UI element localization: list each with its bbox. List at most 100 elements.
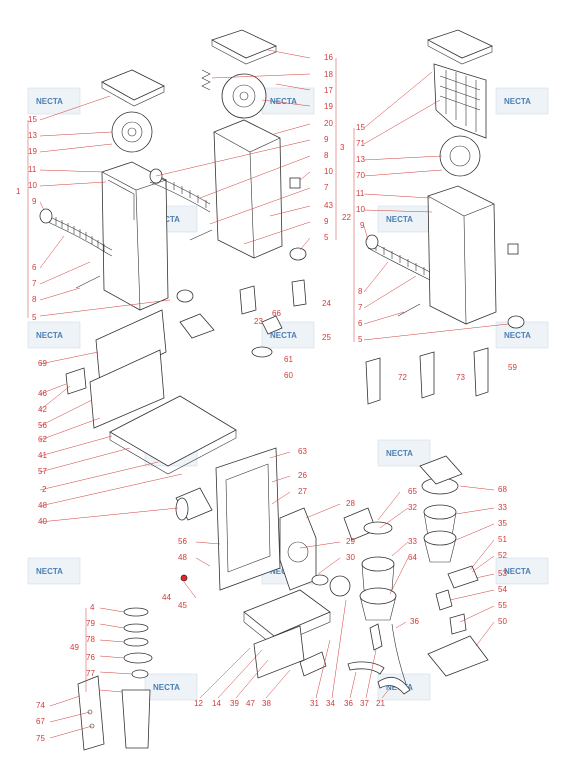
mixing-bowl: [363, 521, 393, 535]
part-label: 10: [324, 167, 333, 176]
svg-text:NECTA: NECTA: [153, 683, 180, 692]
bracket: [291, 279, 307, 307]
motor-frame-assembly: [175, 447, 281, 591]
part-label: 22: [342, 213, 351, 222]
part-label: 5: [324, 233, 329, 242]
part-label: 26: [298, 471, 307, 480]
front-panel: [95, 309, 167, 385]
canister-lid: [101, 69, 165, 101]
watermark-logo: NECTA: [27, 87, 81, 115]
part-label: 33: [408, 537, 417, 546]
part-label: 4: [90, 603, 95, 612]
part-label: 19: [28, 147, 37, 156]
pin: [369, 623, 383, 651]
drip-tray: [243, 589, 331, 637]
part-label: 17: [324, 86, 333, 95]
part-label: 2: [42, 485, 47, 494]
mixing-bowl: [423, 530, 457, 546]
part-label: 25: [322, 333, 331, 342]
part-label: 5: [358, 335, 363, 344]
part-label: 73: [456, 373, 465, 382]
part-label: 48: [38, 501, 47, 510]
support-block: [253, 625, 305, 679]
dosing-gear: [439, 135, 481, 177]
part-label: 6: [32, 263, 37, 272]
leader-lines: [39, 49, 509, 739]
part-label: 51: [498, 535, 507, 544]
part-label: 5: [32, 313, 37, 322]
support: [419, 351, 435, 399]
part-label: 71: [356, 139, 365, 148]
clip: [289, 177, 301, 189]
spring-coil: [131, 669, 149, 679]
dosing-auger: [43, 213, 113, 251]
watermark-logo: NECTA: [27, 321, 81, 349]
mixing-bowl: [359, 587, 397, 605]
part-label: 36: [410, 617, 419, 626]
chute: [179, 313, 215, 339]
part-label: 16: [324, 53, 333, 62]
dispenser-head: [427, 635, 489, 677]
watermark-logo: NECTA: [27, 557, 81, 585]
fittings: [299, 565, 489, 695]
part-label: 7: [358, 303, 363, 312]
part-label: 56: [38, 421, 47, 430]
part-label: 69: [38, 359, 47, 368]
spring: [201, 69, 211, 91]
part-label: 8: [324, 151, 329, 160]
mixing-bowl: [361, 556, 395, 572]
part-label: 30: [346, 553, 355, 562]
svg-text:NECTA: NECTA: [270, 331, 297, 340]
part-label: 6: [358, 319, 363, 328]
part-label: 12: [194, 699, 203, 708]
mixer-chamber: [243, 507, 351, 679]
bracket: [239, 285, 257, 315]
part-label: 79: [86, 619, 95, 628]
part-label: 13: [28, 131, 37, 140]
svg-text:NECTA: NECTA: [36, 97, 63, 106]
part-label: 23: [254, 317, 263, 326]
part-label: 28: [346, 499, 355, 508]
middle-canister-assembly: [149, 29, 307, 261]
part-label: 32: [408, 503, 417, 512]
spout: [347, 661, 385, 675]
part-label: 10: [356, 205, 365, 214]
part-label: 11: [28, 165, 37, 174]
connector: [299, 651, 327, 677]
part-label: 29: [346, 537, 355, 546]
support: [365, 357, 381, 405]
svg-text:NECTA: NECTA: [504, 331, 531, 340]
part-label: 64: [408, 553, 417, 562]
agitator-grid: [433, 63, 487, 139]
filter-screen: [123, 623, 149, 633]
base-plates: [65, 309, 237, 475]
part-label: 50: [498, 617, 507, 626]
part-label: 3: [340, 143, 345, 152]
part-label: 8: [32, 295, 37, 304]
part-label: 13: [356, 155, 365, 164]
part-label: 56: [178, 537, 187, 546]
part-label: 52: [498, 551, 507, 560]
clamp-ring: [251, 346, 273, 358]
part-label: 9: [324, 135, 329, 144]
clip: [507, 243, 519, 255]
canister-body: [427, 185, 497, 325]
part-label: 66: [272, 309, 281, 318]
svg-text:NECTA: NECTA: [504, 567, 531, 576]
gasket: [329, 575, 351, 597]
small-parts-row: [179, 279, 489, 405]
part-label: 47: [246, 699, 255, 708]
part-label: 20: [324, 119, 333, 128]
part-label: 9: [360, 221, 365, 230]
left-canister-assembly: [39, 69, 194, 311]
mixing-bowls: [343, 455, 463, 621]
part-label: 35: [498, 519, 507, 528]
part-label: 78: [86, 635, 95, 644]
part-label: 41: [38, 451, 47, 460]
valve-fitting: [447, 565, 479, 589]
support: [473, 347, 489, 397]
part-label: 1: [16, 187, 21, 196]
part-label: 70: [356, 171, 365, 180]
part-label: 7: [324, 183, 329, 192]
rear-panel: [89, 349, 165, 429]
